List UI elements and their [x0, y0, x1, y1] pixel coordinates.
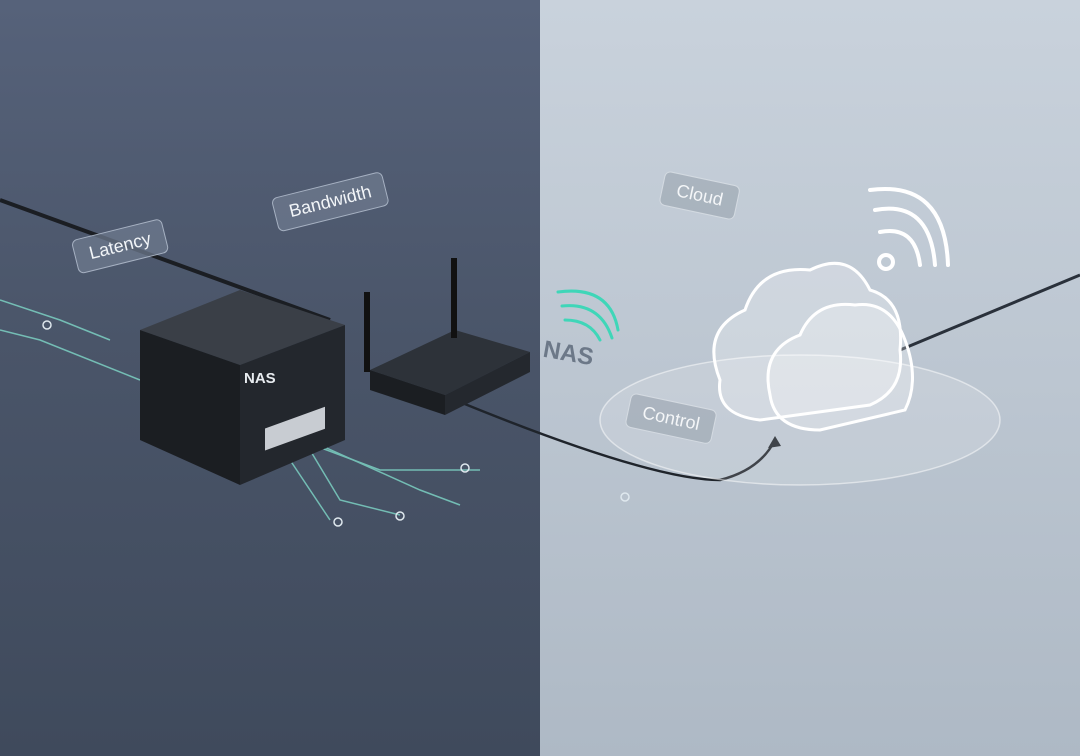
right-panel-light — [540, 0, 1080, 756]
nas-device — [140, 290, 345, 485]
cloud-icon — [599, 261, 1001, 486]
wifi-icon-white — [868, 186, 950, 271]
nas-device-label: NAS — [244, 370, 276, 387]
wifi-icon-teal — [556, 289, 620, 342]
router-device — [364, 258, 530, 415]
